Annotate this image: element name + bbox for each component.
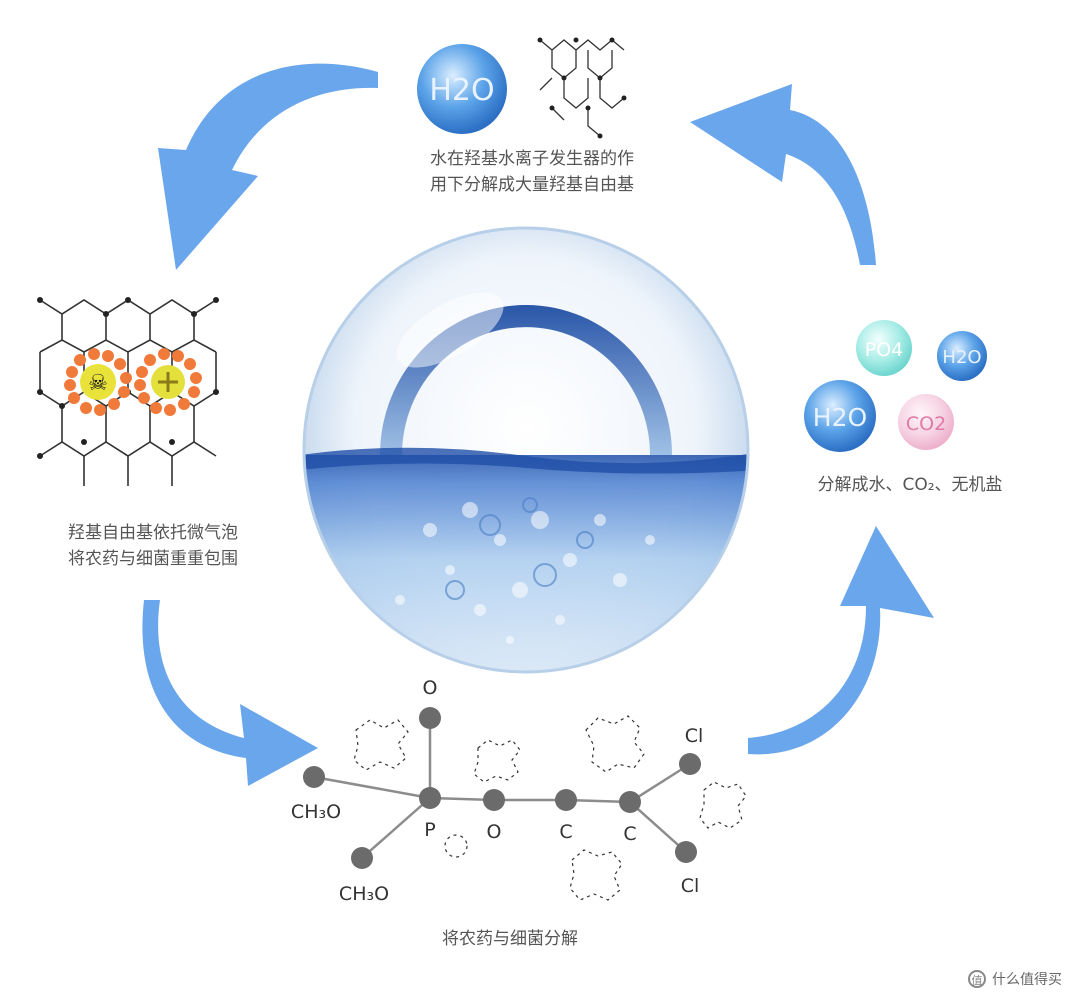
skull-icon: ☠ — [88, 371, 108, 396]
atom-o-top: O — [423, 677, 438, 699]
left-caption-line2: 将农药与细菌重重包围 — [68, 549, 238, 569]
right-bubbles: PO4 H2O H2O CO2 — [804, 320, 987, 452]
h2o-large-label: H2O — [813, 403, 867, 432]
arrow-top-right — [690, 84, 876, 265]
watermark-icon: 值 — [968, 970, 986, 988]
h2o-label: H2O — [429, 73, 494, 108]
atom-ch3o-1: CH₃O — [291, 801, 341, 823]
top-caption-line2: 用下分解成大量羟基自由基 — [430, 175, 634, 195]
top-caption: 水在羟基水离子发生器的作 用下分解成大量羟基自由基 — [382, 146, 682, 198]
atom-p: P — [424, 819, 435, 841]
h2o-small-label: H2O — [942, 347, 981, 368]
watermark: 值 什么值得买 — [968, 969, 1062, 989]
bacteria-cluster — [134, 348, 202, 416]
water-sphere — [302, 226, 750, 674]
left-lattice — [37, 297, 219, 486]
po4-label: PO4 — [865, 339, 904, 361]
co2-label: CO2 — [906, 413, 946, 435]
left-caption: 羟基自由基依托微气泡 将农药与细菌重重包围 — [28, 520, 278, 572]
fragment-rings — [353, 715, 747, 901]
toxin-cluster: ☠ — [64, 348, 132, 416]
top-h2o-bubble: H2O — [417, 44, 507, 134]
atom-c1: C — [559, 821, 572, 843]
arrow-bottom-right — [748, 526, 934, 755]
atom-cl2: Cl — [681, 875, 700, 897]
top-lattice — [537, 37, 627, 139]
arrow-top-left — [158, 63, 378, 270]
watermark-text: 什么值得买 — [992, 972, 1062, 988]
atom-ch3o-2: CH₃O — [339, 883, 389, 905]
atom-cl1: Cl — [685, 725, 704, 747]
bottom-caption: 将农药与细菌分解 — [400, 926, 620, 952]
pesticide-molecule: O CH₃O CH₃O P O C C Cl Cl — [291, 677, 703, 905]
right-caption: 分解成水、CO₂、无机盐 — [780, 472, 1040, 498]
right-caption-text: 分解成水、CO₂、无机盐 — [817, 475, 1003, 495]
atom-c2: C — [623, 823, 636, 845]
arrow-bottom-left — [142, 600, 318, 786]
atom-o: O — [487, 821, 502, 843]
bottom-caption-text: 将农药与细菌分解 — [442, 929, 578, 949]
left-caption-line1: 羟基自由基依托微气泡 — [68, 523, 238, 543]
top-caption-line1: 水在羟基水离子发生器的作 — [430, 149, 634, 169]
